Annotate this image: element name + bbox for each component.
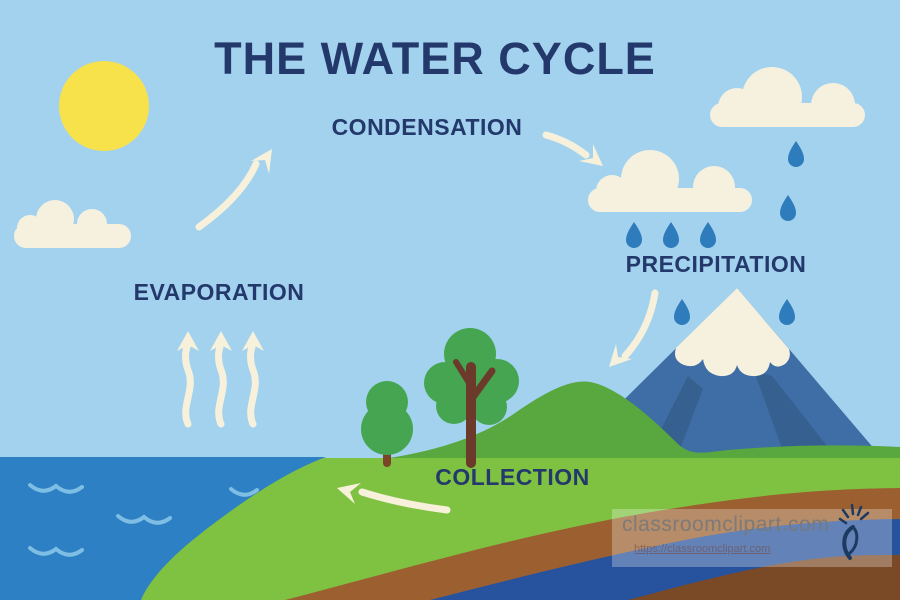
cloud-icon-left: [14, 200, 131, 248]
watermark-box: [612, 503, 892, 567]
page-title: THE WATER CYCLE: [214, 33, 656, 84]
snow-cap: [675, 288, 790, 377]
cloud-icon-top-right: [710, 67, 865, 127]
soil-layers: [285, 488, 900, 600]
mountain-shadow-right: [754, 371, 842, 465]
precipitation-label: PRECIPITATION: [625, 251, 807, 277]
tree-icon-small: [361, 381, 413, 467]
evaporation-arrows: [182, 340, 259, 428]
collection-arrow: [337, 483, 451, 514]
watermark-url-text: https://classroomclipart.com: [634, 543, 771, 555]
condensation-label: CONDENSATION: [331, 114, 523, 140]
precipitation-arrow: [609, 289, 659, 367]
rain-cloud-icon: [588, 150, 752, 212]
sun-icon: [59, 61, 149, 151]
condensation-to-cloud-arrow: [542, 131, 603, 166]
deep-soil-layer: [628, 555, 900, 600]
hill: [318, 381, 900, 465]
dancing-figure-logo-icon: [838, 503, 870, 560]
tree-icon-large: [424, 328, 519, 468]
evaporation-arrowheads: [177, 331, 264, 351]
evaporation-label: EVAPORATION: [133, 279, 305, 305]
ocean-wave-icons: [28, 483, 259, 557]
raindrop-icons: [626, 141, 804, 325]
collection-label: COLLECTION: [435, 464, 590, 490]
evaporation-to-condensation-arrow: [195, 149, 272, 231]
watermark-site-text: classroomclipart.com: [622, 513, 830, 536]
